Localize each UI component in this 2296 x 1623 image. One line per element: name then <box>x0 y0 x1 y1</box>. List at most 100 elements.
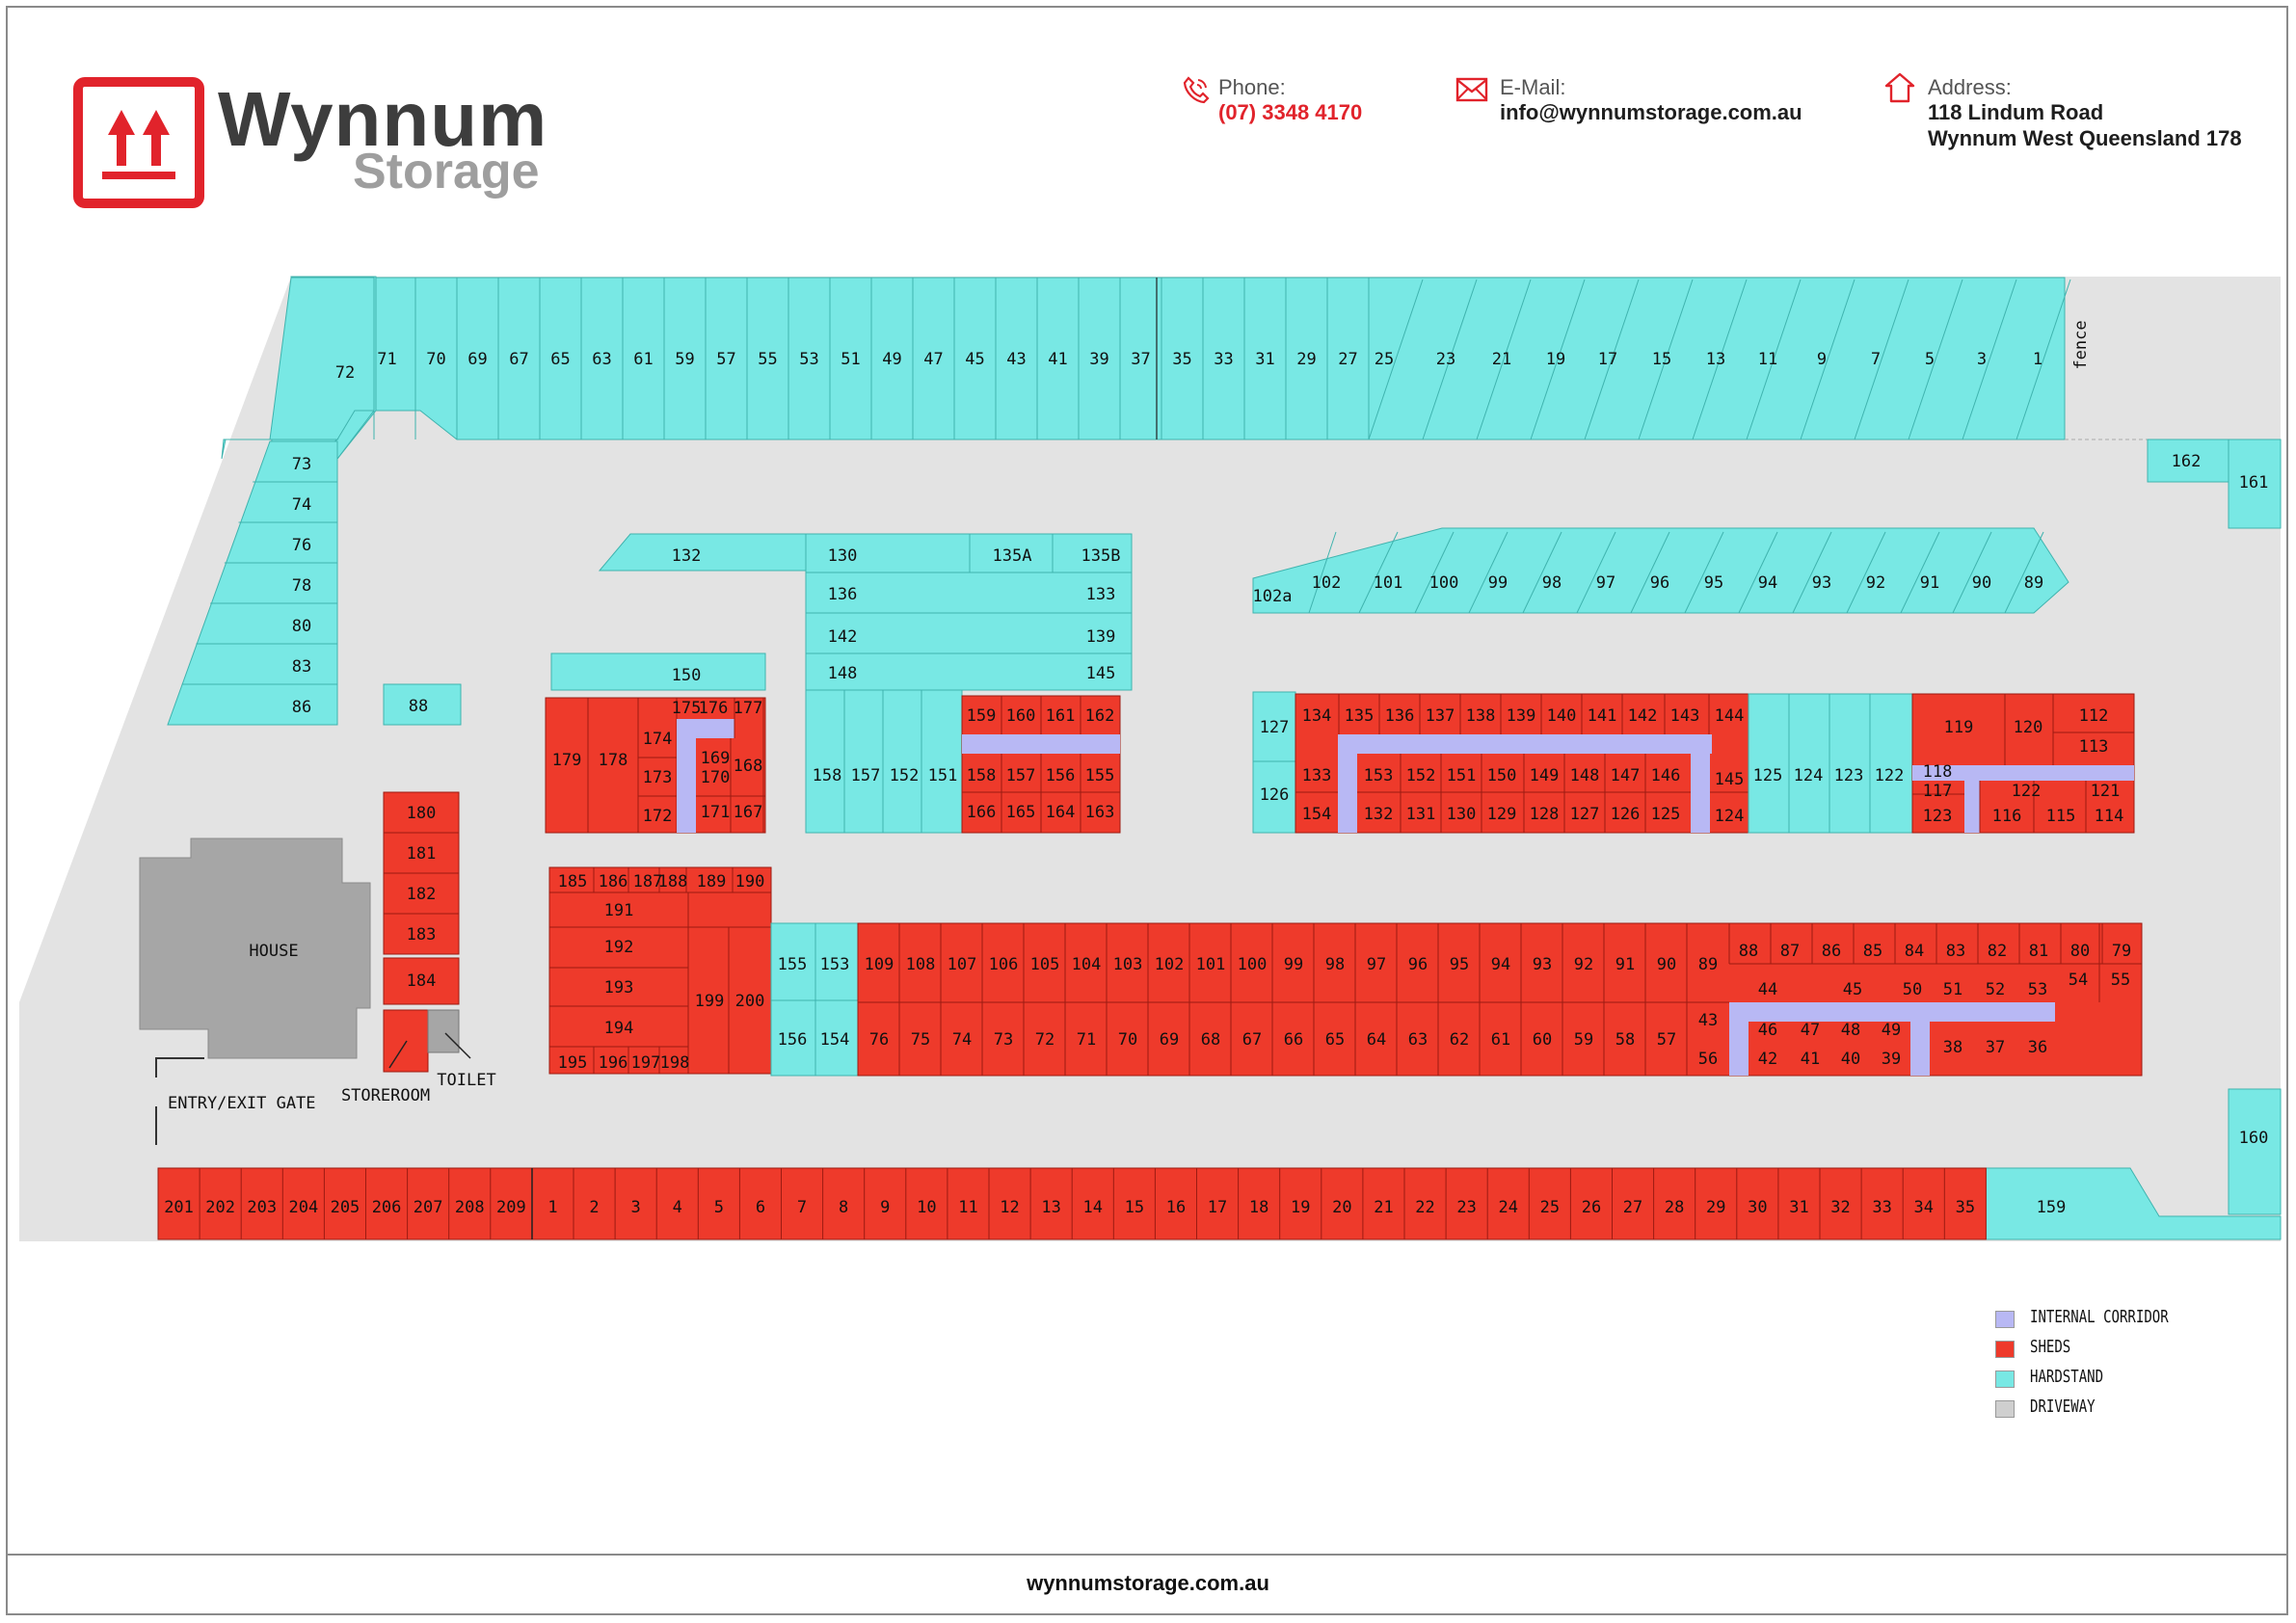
address-line-1: 118 Lindum Road <box>1928 100 2104 124</box>
email-value[interactable]: info@wynnumstorage.com.au <box>1500 100 1802 124</box>
shed-label: 73 <box>994 1030 1013 1050</box>
hardstand-label: 57 <box>716 350 735 369</box>
shed-block-c <box>1295 693 1749 834</box>
shed-label: 160 <box>1006 706 1036 726</box>
shed-label: 12 <box>1000 1198 1019 1217</box>
shed-label: 18 <box>1249 1198 1268 1217</box>
legend-label: INTERNAL CORRIDOR <box>2030 1307 2169 1327</box>
shed-label: 165 <box>1006 803 1036 822</box>
shed-label: 33 <box>1872 1198 1891 1217</box>
shed-label: 116 <box>1992 807 2022 826</box>
hardstand-label: 148 <box>828 664 858 683</box>
hardstand-label: 23 <box>1436 350 1455 369</box>
hardstand-label: 63 <box>592 350 611 369</box>
shed-cell <box>383 913 460 955</box>
shed-label: 108 <box>906 955 936 974</box>
phone-value[interactable]: (07) 3348 4170 <box>1218 100 1363 124</box>
shed-label: 45 <box>1843 980 1862 999</box>
storeroom-label: STOREROOM <box>341 1086 430 1105</box>
hardstand-label: 67 <box>509 350 528 369</box>
address-label: Address: <box>1928 75 2012 99</box>
shed-label: 170 <box>701 768 731 787</box>
hardstand-label: 132 <box>672 546 702 566</box>
shed-label: 183 <box>407 925 437 945</box>
unit-divider <box>2004 531 2044 614</box>
shed-label: 144 <box>1715 706 1745 726</box>
shed-label: 80 <box>2070 942 2090 961</box>
shed-label: 139 <box>1507 706 1536 726</box>
gate-label: ENTRY/EXIT GATE <box>168 1094 316 1113</box>
shed-cell <box>383 832 460 874</box>
fence-label: fence <box>2071 320 2091 369</box>
shed-label: 187 <box>633 872 663 891</box>
hardstand-label: 39 <box>1089 350 1108 369</box>
shed-label: 145 <box>1715 770 1745 789</box>
shed-label: 102 <box>1155 955 1185 974</box>
hardstand-label: 9 <box>1817 350 1827 369</box>
shed-label: 83 <box>1946 942 1965 961</box>
shed-label: 50 <box>1903 980 1922 999</box>
hardstand-block-c <box>1252 691 1296 834</box>
shed-label: 168 <box>734 757 763 776</box>
house-label: HOUSE <box>249 942 298 961</box>
shed-label: 7 <box>797 1198 807 1217</box>
hardstand-label: 45 <box>965 350 984 369</box>
hardstand-label: 31 <box>1255 350 1274 369</box>
shed-label: 30 <box>1748 1198 1767 1217</box>
shed-label: 209 <box>496 1198 526 1217</box>
shed-label: 9 <box>880 1198 890 1217</box>
unit-divider <box>1908 279 1963 440</box>
legend-item-hardstand: HARDSTAND <box>1995 1367 2246 1396</box>
shed-label: 136 <box>1385 706 1415 726</box>
shed-label: 42 <box>1758 1050 1777 1069</box>
shed-label: 60 <box>1533 1030 1552 1050</box>
shed-label: 58 <box>1615 1030 1635 1050</box>
shed-label: 59 <box>1574 1030 1593 1050</box>
shed-label: 72 <box>1035 1030 1055 1050</box>
page-frame <box>6 6 2288 1615</box>
hardstand-label: 162 <box>2172 452 2202 471</box>
shed-label: 17 <box>1208 1198 1227 1217</box>
shed-label: 181 <box>407 844 437 864</box>
hardstand-label: 135B <box>1081 546 1121 566</box>
shed-label: 207 <box>414 1198 443 1217</box>
hardstand-label: 94 <box>1758 573 1777 593</box>
shed-label: 11 <box>958 1198 977 1217</box>
shed-label: 161 <box>1046 706 1076 726</box>
shed-label: 167 <box>734 803 763 822</box>
hardstand-label: 122 <box>1875 766 1905 785</box>
unit-divider <box>1962 279 2017 440</box>
shed-label: 29 <box>1706 1198 1725 1217</box>
house <box>139 838 371 1059</box>
shed-label: 53 <box>2028 980 2047 999</box>
shed-label: 194 <box>604 1019 634 1038</box>
mail-icon <box>1455 77 1488 102</box>
hardstand-label: 98 <box>1542 573 1562 593</box>
shed-label: 38 <box>1943 1038 1962 1057</box>
hardstand-label: 130 <box>828 546 858 566</box>
shed-label: 122 <box>2012 782 2042 801</box>
unit-divider <box>1468 531 1508 614</box>
shed-label: 114 <box>2095 807 2124 826</box>
shed-label: 61 <box>1491 1030 1510 1050</box>
shed-label: 22 <box>1415 1198 1434 1217</box>
shed-label: 8 <box>839 1198 848 1217</box>
hardstand-label: 123 <box>1834 766 1864 785</box>
hardstand-label: 93 <box>1812 573 1831 593</box>
shed-label: 164 <box>1046 803 1076 822</box>
hardstand-label: 100 <box>1429 573 1459 593</box>
shed-label: 152 <box>1406 766 1436 785</box>
shed-label: 166 <box>967 803 997 822</box>
hardstand-label: 80 <box>292 617 311 636</box>
hardstand-label: 86 <box>292 698 311 717</box>
footer-url[interactable]: wynnumstorage.com.au <box>1027 1571 1269 1595</box>
shed-label: 16 <box>1166 1198 1186 1217</box>
hardstand-label: 19 <box>1546 350 1565 369</box>
shed-label: 55 <box>2111 971 2130 990</box>
shed-label: 201 <box>164 1198 194 1217</box>
shed-label: 71 <box>1077 1030 1096 1050</box>
shed-cell <box>383 872 460 915</box>
shed-label: 6 <box>756 1198 765 1217</box>
shed-label: 88 <box>1739 942 1758 961</box>
shed-label: 13 <box>1041 1198 1060 1217</box>
